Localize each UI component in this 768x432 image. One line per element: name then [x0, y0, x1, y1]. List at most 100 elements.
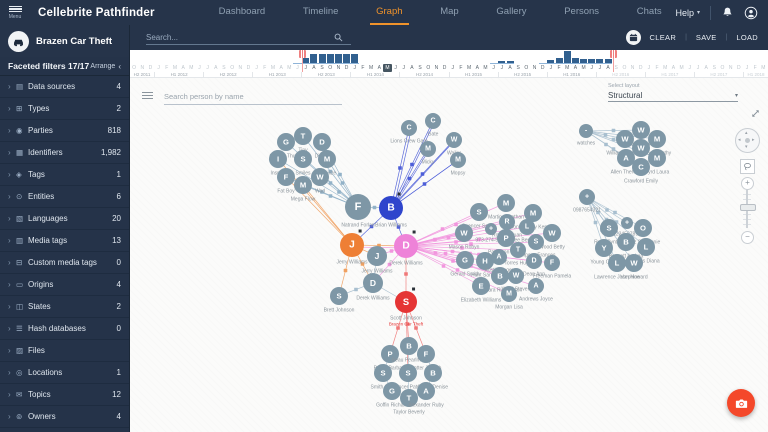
timeline-month[interactable]: D — [638, 65, 643, 71]
timeline-month[interactable]: J — [402, 65, 406, 71]
timeline-range-handle-right[interactable] — [609, 50, 617, 72]
user-avatar-icon[interactable] — [744, 6, 758, 20]
timeline-month[interactable]: M — [679, 65, 684, 71]
timeline-month[interactable]: D — [342, 51, 351, 72]
timeline-month[interactable]: D — [148, 65, 153, 71]
expand-chevron-icon[interactable]: › — [8, 346, 11, 355]
timeline-month[interactable]: F — [165, 65, 169, 71]
timeline-month[interactable]: S — [712, 65, 716, 71]
timeline-month[interactable]: J — [206, 65, 209, 71]
expand-chevron-icon[interactable]: › — [8, 214, 11, 223]
clear-button[interactable]: CLEAR — [649, 33, 677, 42]
expand-chevron-icon[interactable]: › — [8, 302, 11, 311]
arrange-button[interactable]: Arrange — [90, 62, 116, 70]
timeline-month[interactable]: A — [603, 51, 613, 72]
timeline-month[interactable]: J — [696, 65, 700, 71]
timeline-range-handle-left[interactable] — [298, 50, 306, 72]
expand-chevron-icon[interactable]: › — [8, 280, 11, 289]
snapshot-camera-button[interactable] — [727, 389, 755, 417]
graph-node-w0[interactable]: -watches — [577, 124, 596, 147]
expand-chevron-icon[interactable]: › — [8, 148, 11, 157]
timeline-month[interactable]: M — [563, 51, 572, 72]
tab-persons[interactable]: Persons — [564, 6, 600, 17]
timeline-month[interactable]: A — [671, 65, 676, 71]
timeline-month[interactable]: S — [516, 65, 520, 71]
timeline-month[interactable]: D — [246, 65, 251, 71]
date-filter-button[interactable] — [625, 30, 641, 45]
zoom-slider-handle[interactable] — [740, 204, 756, 211]
tab-timeline[interactable]: Timeline — [302, 6, 339, 17]
layout-dropdown[interactable]: Structural ▾ — [608, 89, 738, 102]
timeline-month[interactable]: O — [720, 65, 725, 71]
lasso-select-button[interactable] — [740, 159, 755, 174]
timeline-month[interactable]: D — [736, 65, 741, 71]
zoom-in-button[interactable]: + — [741, 177, 754, 190]
timeline-month[interactable]: M — [467, 65, 472, 71]
timeline-month[interactable]: O — [132, 65, 137, 71]
timeline-month[interactable]: M — [483, 65, 488, 71]
timeline-month[interactable]: J — [157, 65, 160, 71]
sidebar-item-files[interactable]: ›▨Files — [0, 340, 129, 362]
timeline-month[interactable]: J — [293, 51, 302, 72]
pan-right-icon[interactable]: ▸ — [752, 137, 755, 143]
timeline-month[interactable]: O — [622, 65, 627, 71]
notifications-bell-icon[interactable] — [721, 6, 734, 19]
graph-node-t1[interactable]: TTiny — [294, 127, 312, 154]
timeline-month[interactable]: M — [368, 65, 374, 71]
expand-chevron-icon[interactable]: › — [8, 126, 11, 135]
timeline-month[interactable]: J — [255, 65, 258, 71]
timeline-month[interactable]: M — [761, 65, 766, 71]
expand-chevron-icon[interactable]: › — [8, 390, 11, 399]
timeline-month[interactable]: F — [753, 65, 757, 71]
menu-button[interactable]: Menu — [0, 0, 30, 25]
timeline-month[interactable]: A — [704, 65, 708, 71]
timeline-month[interactable]: J — [497, 51, 506, 72]
fit-to-screen-icon[interactable] — [750, 108, 761, 119]
expand-chevron-icon[interactable]: › — [8, 192, 11, 201]
save-button[interactable]: SAVE — [695, 33, 717, 42]
graph-node-r5[interactable]: +973-274-5454 — [475, 223, 507, 244]
timeline-month[interactable]: J — [198, 65, 201, 71]
tab-chats[interactable]: Chats — [636, 6, 662, 17]
search-input[interactable] — [146, 30, 334, 44]
timeline-month[interactable]: N — [728, 65, 733, 71]
timeline-month[interactable]: F — [655, 65, 659, 71]
timeline-month[interactable]: M — [287, 65, 292, 71]
timeline-month[interactable]: J — [451, 65, 455, 71]
timeline-month[interactable]: J — [587, 51, 596, 72]
expand-chevron-icon[interactable]: › — [8, 236, 11, 245]
expand-chevron-icon[interactable]: › — [8, 368, 11, 377]
timeline-month[interactable]: J — [350, 51, 359, 72]
timeline-month[interactable]: S — [418, 65, 422, 71]
timeline-month[interactable]: J — [489, 51, 498, 72]
help-menu[interactable]: Help ▾ — [675, 8, 700, 18]
